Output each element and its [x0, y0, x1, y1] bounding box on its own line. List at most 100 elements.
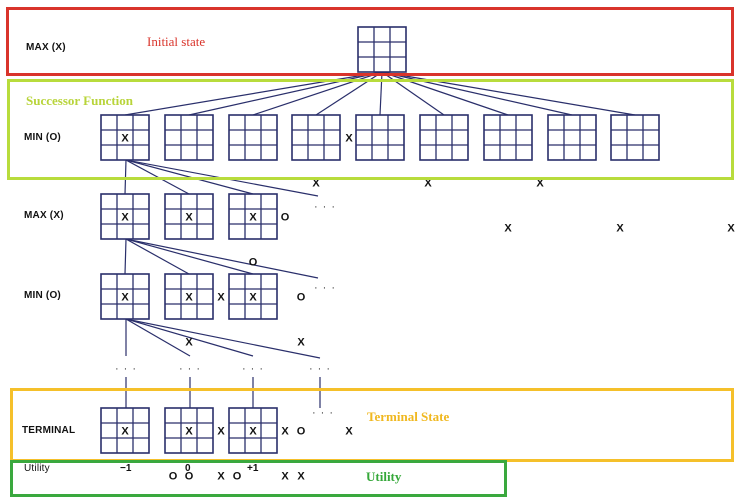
x-mark: X: [249, 292, 257, 304]
board-frame: [228, 407, 278, 454]
ellipsis: · · ·: [115, 363, 137, 375]
level-label-max-2: MAX (X): [24, 210, 64, 221]
edge-min2-down: [125, 318, 254, 357]
board-frame: [100, 273, 150, 320]
successor-function-box: [7, 79, 734, 180]
board-frame: [228, 273, 278, 320]
ellipsis: · · ·: [242, 363, 264, 375]
x-mark: X: [297, 337, 305, 349]
board-min1-1: X: [100, 114, 150, 161]
x-mark: X: [217, 471, 225, 483]
level-label-terminal: TERMINAL: [22, 425, 76, 436]
board-max2-3: XO: [228, 193, 278, 269]
board-frame: [164, 114, 214, 161]
x-mark: X: [185, 337, 193, 349]
ellipsis: · · ·: [314, 282, 336, 294]
board-frame: [100, 407, 150, 454]
board-min1-2: X: [164, 114, 241, 161]
board-frame: [228, 114, 278, 161]
x-mark: X: [217, 292, 225, 304]
ellipsis: · · ·: [312, 407, 334, 419]
level-label-utility: Utility: [24, 463, 50, 474]
board-root-empty: [357, 26, 407, 73]
board-min1-7: X: [483, 114, 533, 235]
utility-value-2: 0: [185, 463, 191, 474]
board-terminal-1: XOXOXO: [100, 407, 225, 483]
edge-min2-down: [125, 318, 321, 359]
board-frame: [291, 114, 341, 161]
x-mark: X: [424, 178, 432, 190]
x-mark: X: [249, 426, 257, 438]
ellipsis: · · ·: [179, 363, 201, 375]
utility-box: [10, 460, 507, 497]
ellipsis: · · ·: [309, 363, 331, 375]
o-mark: O: [169, 471, 178, 483]
edge-max2-to-min2: [125, 238, 319, 279]
board-min1-3: X: [228, 114, 353, 161]
board-frame: [419, 114, 469, 161]
board-min1-6: X: [419, 114, 544, 190]
o-mark: O: [233, 471, 242, 483]
x-mark: X: [727, 223, 735, 235]
board-frame: [547, 114, 597, 161]
board-min1-4: X: [291, 114, 341, 190]
x-mark: X: [281, 426, 289, 438]
initial-state-box: [6, 7, 734, 76]
x-mark: X: [217, 426, 225, 438]
x-mark: X: [249, 212, 257, 224]
x-mark: X: [536, 178, 544, 190]
terminal-state-annotation: Terminal State: [367, 409, 450, 424]
o-mark: O: [185, 471, 194, 483]
x-mark: X: [297, 471, 305, 483]
board-min1-9: X: [610, 114, 735, 235]
level-label-min-1: MIN (O): [24, 132, 61, 143]
x-mark: X: [121, 133, 129, 145]
utility-value-1: −1: [120, 463, 132, 474]
board-frame: [164, 193, 214, 240]
o-mark: O: [297, 292, 306, 304]
edge-min2-down: [125, 318, 191, 357]
successor-function-annotation: Successor Function: [26, 93, 134, 108]
board-frame: [164, 407, 214, 454]
board-frame: [610, 114, 660, 161]
o-mark: O: [249, 257, 258, 269]
o-mark: O: [281, 212, 290, 224]
x-mark: X: [121, 212, 129, 224]
x-mark: X: [185, 426, 193, 438]
board-min1-8: X: [547, 114, 624, 235]
board-frame: [228, 193, 278, 240]
o-mark: O: [297, 426, 306, 438]
board-min1-5: X: [355, 114, 432, 190]
x-mark: X: [121, 426, 129, 438]
edge-max2-to-min2: [125, 238, 190, 275]
board-frame: [164, 273, 214, 320]
ellipsis: · · ·: [314, 201, 336, 213]
x-mark: X: [281, 471, 289, 483]
edge-max2-to-min2: [125, 238, 254, 275]
board-frame: [483, 114, 533, 161]
level-label-min-2: MIN (O): [24, 290, 61, 301]
terminal-state-box: [10, 388, 734, 462]
x-mark: X: [345, 426, 353, 438]
level-label-max-1: MAX (X): [26, 42, 66, 53]
utility-value-3: +1: [247, 463, 259, 474]
x-mark: X: [616, 223, 624, 235]
board-frame: [357, 26, 407, 73]
x-mark: X: [185, 292, 193, 304]
x-mark: X: [185, 212, 193, 224]
initial-state-annotation: Initial state: [147, 34, 206, 49]
board-frame: [100, 193, 150, 240]
edge-max2-to-min2: [124, 238, 127, 275]
board-min2-3: X O X: [228, 273, 306, 349]
board-frame: [355, 114, 405, 161]
x-mark: X: [121, 292, 129, 304]
x-mark: X: [312, 178, 320, 190]
x-mark: X: [345, 133, 353, 145]
board-frame: [100, 114, 150, 161]
x-mark: X: [504, 223, 512, 235]
utility-annotation: Utility: [366, 469, 402, 484]
board-min2-1: XOX: [100, 273, 225, 320]
